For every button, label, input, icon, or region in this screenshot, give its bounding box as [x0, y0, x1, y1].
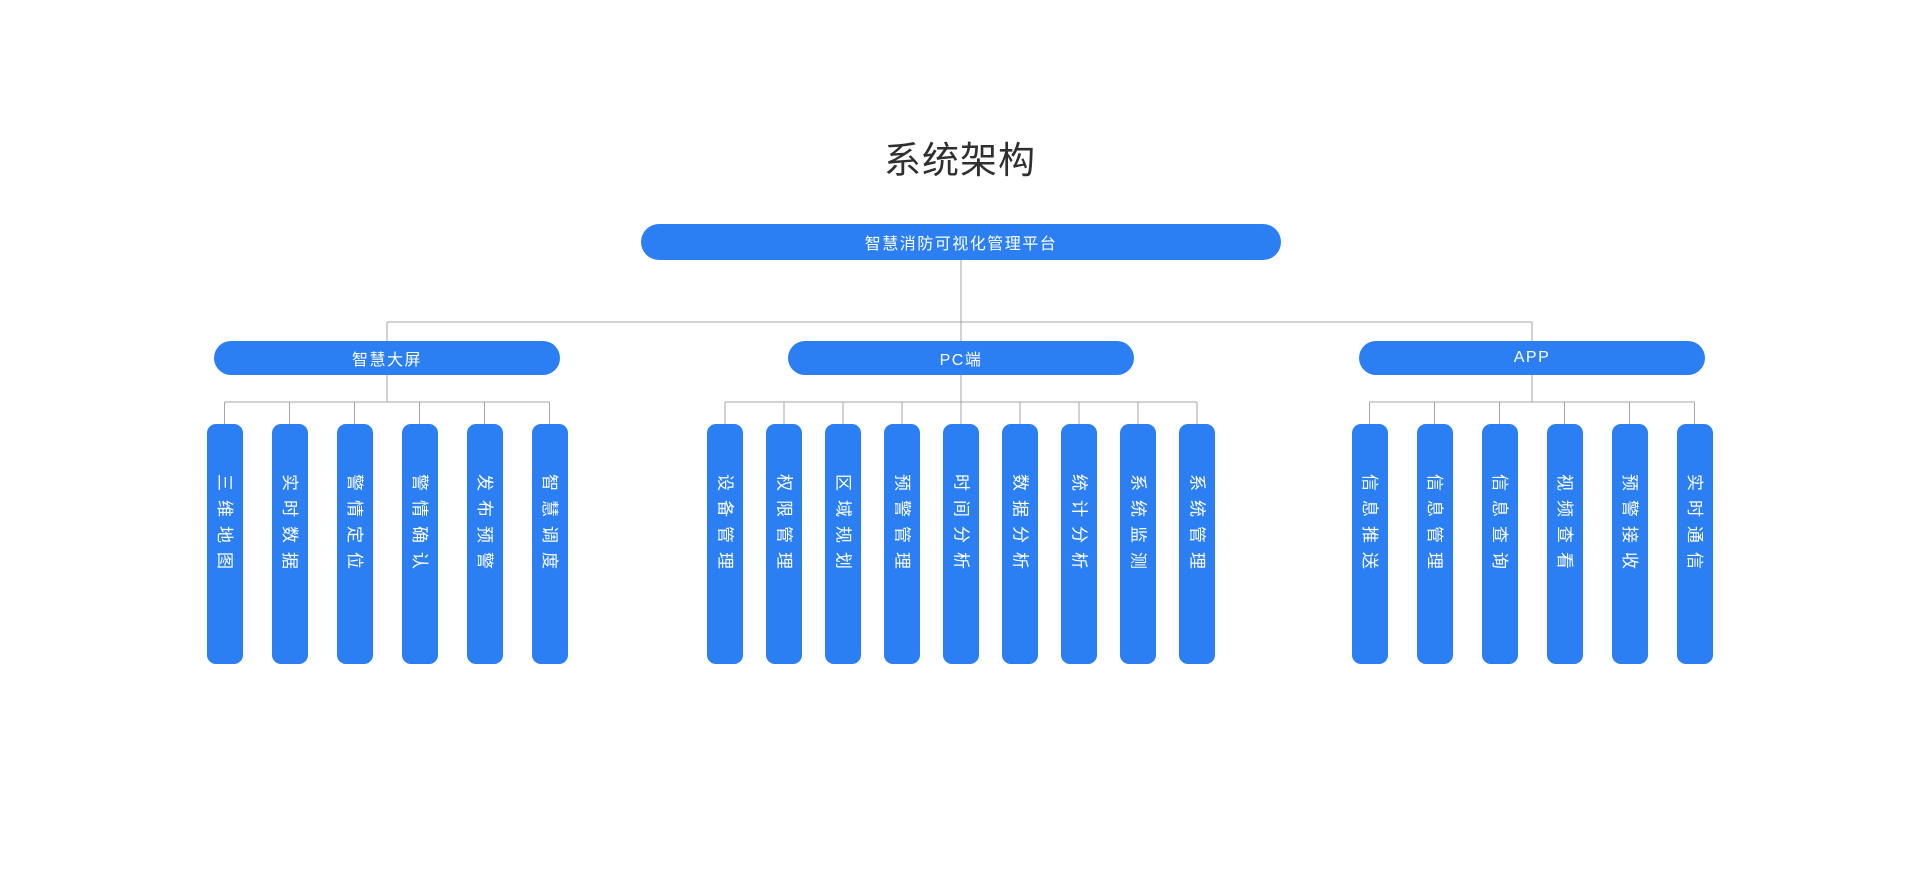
leaf-node[interactable]: 信息管理	[1416, 424, 1453, 664]
leaf-node[interactable]: 信息查询	[1481, 424, 1518, 664]
leaf-node-label: 预警管理	[892, 474, 912, 578]
leaf-node-label: 系统监测	[1128, 474, 1148, 578]
leaf-node[interactable]: 警情定位	[336, 424, 373, 664]
leaf-node-label: 发布预警	[475, 474, 494, 578]
leaf-node-label: 信息查询	[1490, 474, 1509, 578]
leaf-node-label: 信息管理	[1425, 474, 1444, 578]
leaf-node[interactable]: 预警接收	[1611, 424, 1648, 664]
leaf-node[interactable]: 警情确认	[401, 424, 438, 664]
leaf-node[interactable]: 区域规划	[825, 424, 861, 664]
leaf-node-label: 权限管理	[774, 474, 794, 578]
diagram-title: 系统架构	[884, 140, 1036, 181]
leaf-node-label: 系统管理	[1187, 474, 1207, 578]
leaf-node-label: 设备管理	[715, 474, 735, 578]
leaf-node-label: 预警接收	[1620, 474, 1639, 578]
leaf-node-label: 统计分析	[1069, 474, 1089, 578]
leaf-node-label: 时间分析	[951, 474, 971, 578]
root-node[interactable]: 智慧消防可视化管理平台	[641, 224, 1281, 260]
leaf-node[interactable]: 统计分析	[1061, 424, 1097, 664]
leaf-node-label: 实时通信	[1685, 474, 1704, 578]
leaf-node[interactable]: 数据分析	[1002, 424, 1038, 664]
leaf-node-label: 数据分析	[1010, 474, 1030, 578]
leaf-node-label: 警情确认	[410, 474, 429, 578]
leaf-node-label: 实时数据	[280, 474, 299, 578]
leaf-node-label: 智慧调度	[540, 474, 559, 578]
leaf-node-label: 警情定位	[345, 474, 364, 578]
leaf-node[interactable]: 实时通信	[1676, 424, 1713, 664]
leaf-node[interactable]: 预警管理	[884, 424, 920, 664]
leaf-node[interactable]: 设备管理	[707, 424, 743, 664]
leaf-node[interactable]: 权限管理	[766, 424, 802, 664]
leaf-node[interactable]: 时间分析	[943, 424, 979, 664]
leaf-node[interactable]: 信息推送	[1351, 424, 1388, 664]
leaf-node[interactable]: 发布预警	[466, 424, 503, 664]
leaf-node[interactable]: 实时数据	[271, 424, 308, 664]
branch-node[interactable]: PC端	[788, 341, 1134, 375]
leaf-node[interactable]: 三维地图	[206, 424, 243, 664]
leaf-node-label: 信息推送	[1360, 474, 1379, 578]
leaf-node[interactable]: 系统管理	[1179, 424, 1215, 664]
branch-node[interactable]: APP	[1359, 341, 1705, 375]
leaf-node[interactable]: 系统监测	[1120, 424, 1156, 664]
leaf-node[interactable]: 智慧调度	[531, 424, 568, 664]
leaf-node-label: 三维地图	[215, 474, 234, 578]
branch-node[interactable]: 智慧大屏	[214, 341, 560, 375]
leaf-node[interactable]: 视频查看	[1546, 424, 1583, 664]
leaf-node-label: 区域规划	[833, 474, 853, 578]
leaf-node-label: 视频查看	[1555, 474, 1574, 578]
